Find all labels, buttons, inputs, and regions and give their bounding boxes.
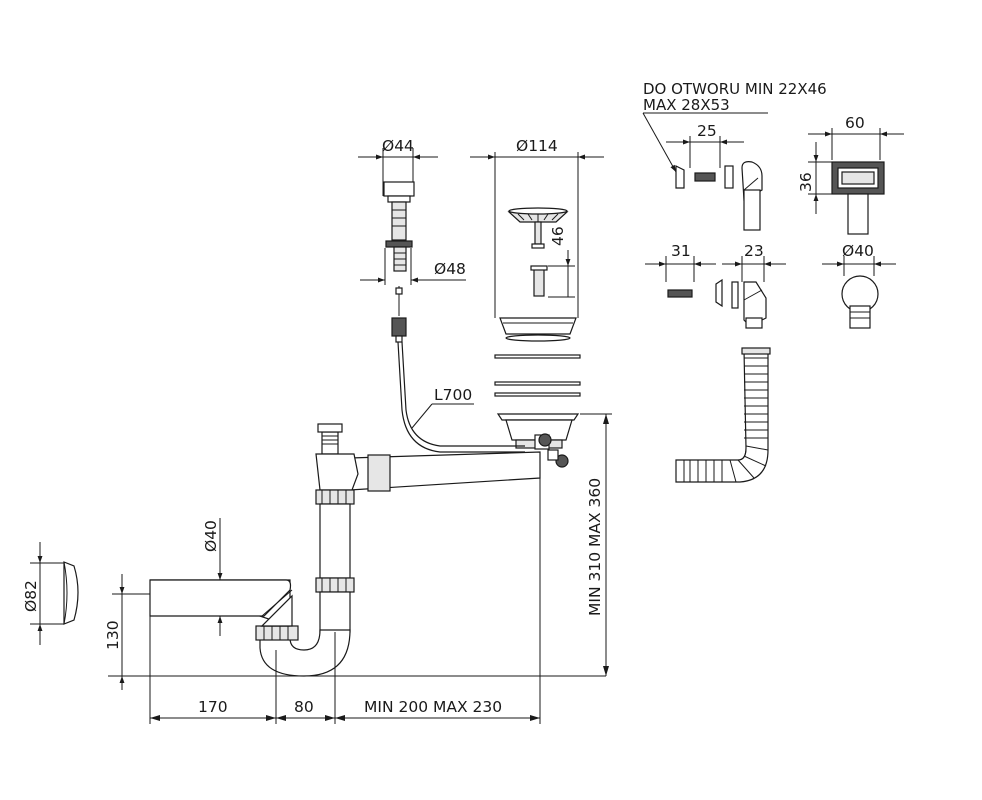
dim-w200-230: MIN 200 MAX 230 [364, 698, 502, 716]
note-line-2: MAX 28X53 [643, 96, 730, 114]
dim-d114: Ø114 [516, 137, 558, 155]
siphon-assembly [149, 423, 541, 677]
dim-h46: 46 [549, 226, 567, 246]
dim-d40-left: Ø40 [202, 520, 220, 552]
overflow-hose: L700 [397, 341, 525, 453]
wall-cap: Ø82 [22, 542, 79, 645]
dim-w60: 60 [845, 114, 865, 132]
dim-d82: Ø82 [22, 580, 40, 612]
dim-w23: 23 [744, 242, 764, 260]
siphon-dimensions: Ø40 130 170 80 MIN 200 MAX 230 MIN 310 M… [104, 413, 612, 724]
corrugated-overflow-pipe [675, 347, 771, 483]
overflow-parts-top: 25 60 36 [666, 114, 904, 235]
dim-h310-360: MIN 310 MAX 360 [586, 478, 604, 616]
dim-w25: 25 [697, 122, 717, 140]
opening-note: DO OTWORU MIN 22X46 MAX 28X53 [642, 80, 827, 173]
dim-d44: Ø44 [382, 137, 414, 155]
dim-w80: 80 [294, 698, 314, 716]
note-line-1: DO OTWORU MIN 22X46 [643, 80, 827, 98]
dim-w31: 31 [671, 242, 691, 260]
dim-l700: L700 [434, 386, 472, 404]
dim-h130: 130 [104, 620, 122, 650]
dim-d48: Ø48 [434, 260, 466, 278]
dim-d40-right: Ø40 [842, 242, 874, 260]
dim-w170: 170 [198, 698, 228, 716]
basket-strainer-assembly: Ø114 46 [470, 137, 604, 468]
overflow-button-assembly: Ø44 Ø48 [358, 137, 466, 343]
dim-h36: 36 [797, 172, 815, 192]
overflow-parts-bottom: 31 23 Ø40 [645, 242, 896, 329]
